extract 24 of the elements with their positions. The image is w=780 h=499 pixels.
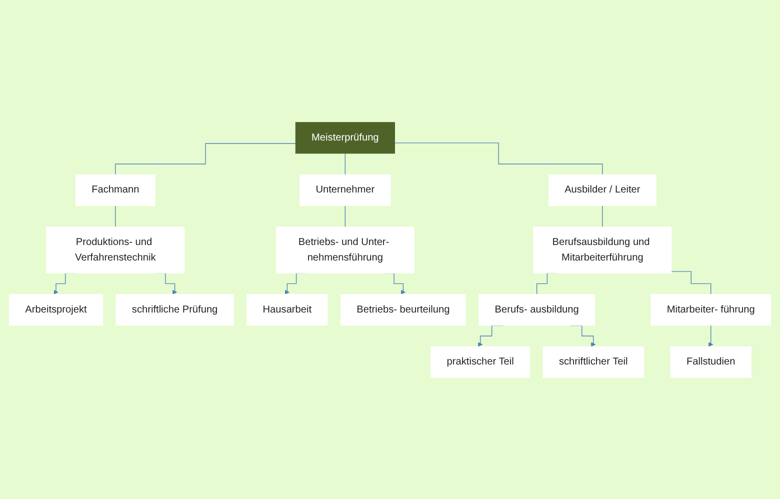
node-box: Fallstudien [670, 346, 752, 378]
node-box: Mitarbeiter- führung [650, 294, 772, 326]
node-box: Fachmann [75, 174, 156, 206]
node-box: schriftliche Prüfung [116, 294, 234, 326]
node-box: Meisterprüfung [295, 122, 395, 154]
connector [602, 204, 603, 227]
node-box: praktischer Teil [430, 346, 530, 378]
node-box: Berufsausbildung und Mitarbeiterführung [533, 226, 672, 273]
connector [115, 204, 116, 227]
node-box: Hausarbeit [246, 294, 328, 326]
node-box: Ausbilder / Leiter [548, 174, 656, 206]
connector [115, 142, 296, 174]
connector [671, 270, 712, 294]
connector [394, 142, 603, 174]
connector [344, 204, 346, 227]
node-box: Produktions- und Verfahrenstechnik [46, 226, 185, 273]
node-box: Unternehmer [300, 174, 391, 206]
node-box: Arbeitsprojekt [8, 294, 103, 326]
connector [344, 152, 346, 174]
node-box: Berufs- ausbildung [478, 294, 596, 326]
node-box: Betriebs- und Unter- nehmensführung [276, 226, 414, 273]
node-box: schriftlicher Teil [542, 346, 644, 378]
arrow [708, 324, 714, 346]
node-box: Betriebs- beurteilung [340, 294, 466, 326]
